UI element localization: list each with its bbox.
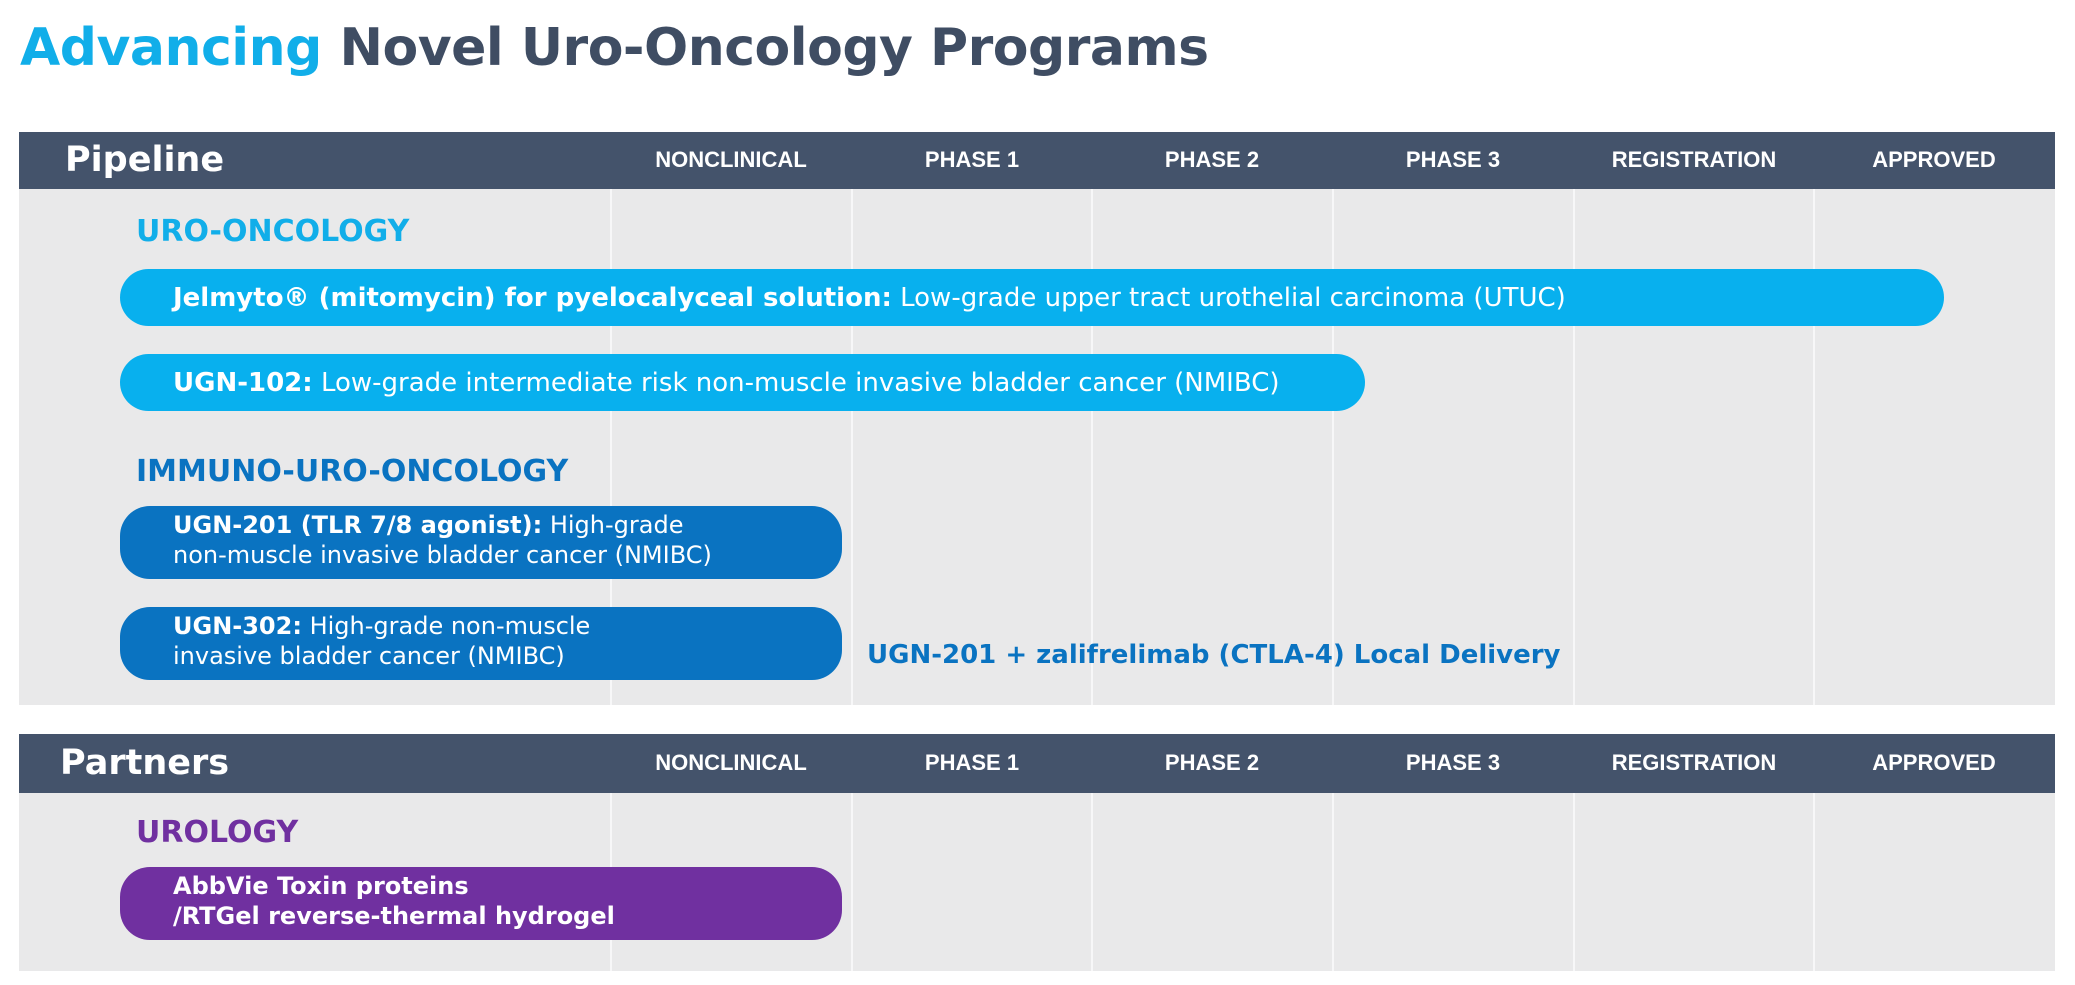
- title-accent: Advancing: [20, 18, 322, 78]
- title-rest: Novel Uro-Oncology Programs: [339, 18, 1209, 78]
- pipeline-phase-2: PHASE 2: [1164, 147, 1260, 172]
- pipeline-phase-registration: REGISTRATION: [1611, 147, 1777, 172]
- program-name: UGN-102:: [173, 368, 313, 398]
- grid-divider: [851, 189, 853, 705]
- program-line2: /RTGel reverse-thermal hydrogel: [173, 902, 615, 930]
- partners-phase-nonclinical: NONCLINICAL: [655, 750, 807, 775]
- program-bar-ugn-302: UGN-302: High-grade non-muscle invasive …: [120, 607, 842, 680]
- grid-divider: [1091, 189, 1093, 705]
- combination-note: UGN-201 + zalifrelimab (CTLA-4) Local De…: [867, 640, 1561, 670]
- page-title: Advancing Novel Uro-Oncology Programs: [20, 18, 1209, 78]
- program-indication-line1: High-grade: [549, 511, 684, 539]
- program-line1: AbbVie Toxin proteins: [173, 872, 469, 900]
- pipeline-phase-3: PHASE 3: [1405, 147, 1501, 172]
- grid-divider: [1813, 189, 1815, 705]
- program-indication: Low-grade intermediate risk non-muscle i…: [320, 368, 1280, 398]
- partners-grid: UROLOGY AbbVie Toxin proteins /RTGel rev…: [19, 793, 2055, 971]
- grid-divider: [1813, 793, 1815, 971]
- partners-phase-approved: APPROVED: [1872, 750, 1996, 775]
- program-indication-line2: non-muscle invasive bladder cancer (NMIB…: [173, 541, 712, 569]
- grid-divider: [610, 189, 612, 705]
- pipeline-phase-approved: APPROVED: [1872, 147, 1996, 172]
- program-name: Jelmyto® (mitomycin) for pyelocalyceal s…: [173, 283, 892, 313]
- program-name: UGN-302:: [173, 612, 302, 640]
- partners-phase-registration: REGISTRATION: [1611, 750, 1777, 775]
- pipeline-phase-1: PHASE 1: [924, 147, 1020, 172]
- pipeline-phase-nonclinical: NONCLINICAL: [655, 147, 807, 172]
- partners-phase-3: PHASE 3: [1405, 750, 1501, 775]
- program-bar-jelmyto: Jelmyto® (mitomycin) for pyelocalyceal s…: [120, 269, 1944, 326]
- grid-divider: [1332, 189, 1334, 705]
- program-bar-ugn-201: UGN-201 (TLR 7/8 agonist): High-grade no…: [120, 506, 842, 579]
- partners-header-title: Partners: [60, 743, 230, 783]
- program-bar-abbvie: AbbVie Toxin proteins /RTGel reverse-the…: [120, 867, 842, 940]
- category-urology: UROLOGY: [136, 815, 299, 850]
- grid-divider: [1573, 189, 1575, 705]
- partners-section: Partners NONCLINICAL PHASE 1 PHASE 2 PHA…: [19, 734, 2055, 971]
- program-indication: Low-grade upper tract urothelial carcino…: [900, 283, 1566, 313]
- program-bar-ugn-102: UGN-102: Low-grade intermediate risk non…: [120, 354, 1365, 411]
- program-indication-line2: invasive bladder cancer (NMIBC): [173, 642, 565, 670]
- program-indication-line1: High-grade non-muscle: [309, 612, 591, 640]
- grid-divider: [1332, 793, 1334, 971]
- category-immuno-uro-oncology: IMMUNO-URO-ONCOLOGY: [136, 454, 569, 489]
- pipeline-section: Pipeline NONCLINICAL PHASE 1 PHASE 2 PHA…: [19, 132, 2055, 705]
- pipeline-header: Pipeline NONCLINICAL PHASE 1 PHASE 2 PHA…: [19, 132, 2055, 189]
- program-name: UGN-201 (TLR 7/8 agonist):: [173, 511, 543, 539]
- partners-phase-2: PHASE 2: [1164, 750, 1260, 775]
- grid-divider: [851, 793, 853, 971]
- grid-divider: [1091, 793, 1093, 971]
- pipeline-header-title: Pipeline: [65, 140, 225, 180]
- grid-divider: [1573, 793, 1575, 971]
- partners-header: Partners NONCLINICAL PHASE 1 PHASE 2 PHA…: [19, 734, 2055, 793]
- pipeline-grid: URO-ONCOLOGY Jelmyto® (mitomycin) for py…: [19, 189, 2055, 705]
- category-uro-oncology: URO-ONCOLOGY: [136, 214, 410, 249]
- partners-phase-1: PHASE 1: [924, 750, 1020, 775]
